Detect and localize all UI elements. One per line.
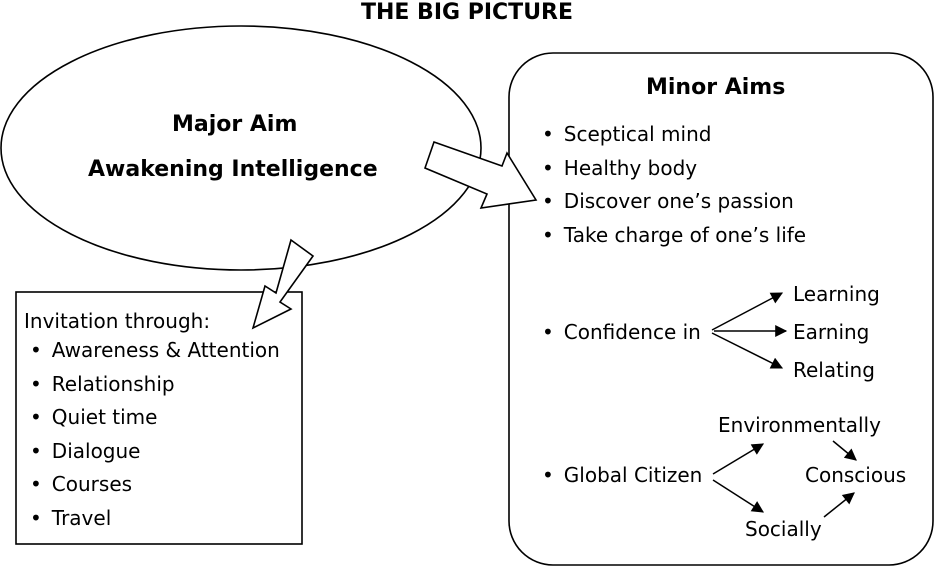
bullet-icon: • [30, 439, 42, 463]
global-citizen-label: •Global Citizen [542, 463, 703, 487]
list-item: •Relationship [30, 372, 175, 396]
bullet-icon: • [542, 122, 554, 146]
bullet-icon: • [30, 405, 42, 429]
bullet-icon: • [542, 156, 554, 180]
socially-label: Socially [745, 517, 822, 541]
minor-aims-box [508, 52, 934, 566]
block-arrow-to-minor-aims [423, 140, 538, 209]
arrow-to-environmentally [712, 443, 765, 475]
bullet-icon: • [30, 338, 42, 362]
confidence-target-relating: Relating [793, 358, 875, 382]
conscious-label: Conscious [805, 463, 907, 487]
list-item: •Awareness & Attention [30, 338, 280, 362]
bullet-icon: • [30, 472, 42, 496]
confidence-target-learning: Learning [793, 282, 880, 306]
list-item: •Discover one’s passion [542, 189, 794, 213]
bullet-icon: • [30, 506, 42, 530]
list-item: •Take charge of one’s life [542, 223, 807, 247]
bullet-icon: • [542, 189, 554, 213]
major-aim-ellipse [0, 25, 482, 271]
confidence-label: •Confidence in [542, 320, 701, 344]
arrow-to-learning [711, 292, 784, 331]
invitation-box [15, 291, 303, 545]
minor-aims-heading: Minor Aims [646, 75, 786, 100]
invitation-heading: Invitation through: [24, 309, 211, 333]
arrow-socially-to-conscious [823, 492, 855, 518]
bullet-icon: • [542, 320, 554, 344]
list-item: •Courses [30, 472, 133, 496]
list-item: •Quiet time [30, 405, 158, 429]
arrow-to-relating [711, 332, 784, 369]
major-aim-name: Awakening Intelligence [88, 157, 378, 182]
list-item: •Dialogue [30, 439, 141, 463]
list-item: •Sceptical mind [542, 122, 712, 146]
block-arrow-to-invitation [251, 238, 315, 330]
confidence-target-earning: Earning [793, 320, 870, 344]
arrow-environmentally-to-conscious [832, 440, 857, 461]
environmentally-label: Environmentally [718, 413, 881, 437]
bullet-icon: • [542, 463, 554, 487]
arrow-to-socially [712, 479, 765, 513]
bullet-icon: • [542, 223, 554, 247]
bullet-icon: • [30, 372, 42, 396]
major-aim-label: Major Aim [172, 112, 298, 137]
list-item: •Travel [30, 506, 112, 530]
diagram-title: THE BIG PICTURE [360, 0, 574, 25]
list-item: •Healthy body [542, 156, 698, 180]
